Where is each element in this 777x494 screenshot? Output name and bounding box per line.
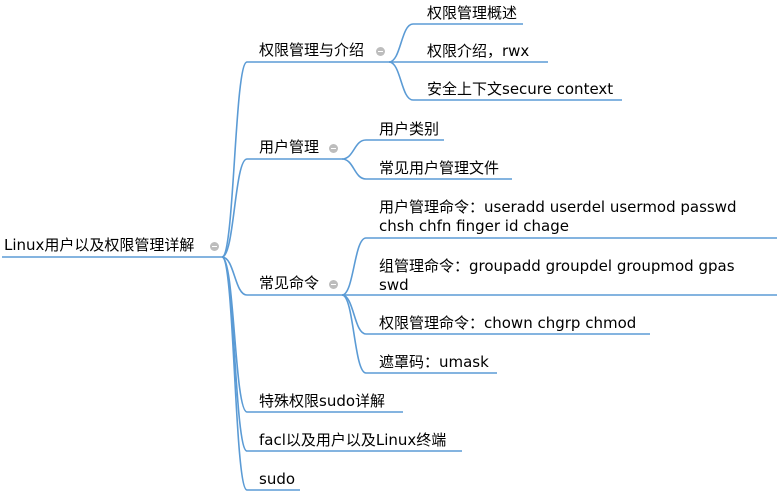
leaf-node[interactable]: 组管理命令：groupadd groupdel groupmod gpas sw…	[379, 257, 735, 295]
leaf-label: 安全上下文secure context	[427, 80, 614, 98]
b2-child-connector-2	[341, 294, 367, 335]
root-to-branch-connector-4	[221, 256, 248, 452]
root-to-branch-connector-5	[221, 256, 248, 491]
root-node-label: Linux用户以及权限管理详解	[4, 236, 195, 254]
leaf-label: 权限管理命令：chown chgrp chmod	[379, 314, 637, 332]
branch-node-common-commands[interactable]: 常见命令	[259, 274, 319, 293]
leaf-node[interactable]: 权限管理概述	[427, 4, 517, 23]
branch-node-user-management[interactable]: 用户管理	[259, 138, 319, 157]
branch-label: 权限管理与介绍	[259, 41, 365, 59]
branch-label: 特殊权限sudo详解	[259, 392, 386, 410]
b0-child-connector-2	[388, 61, 414, 101]
branch-node-sudo[interactable]: sudo	[259, 470, 295, 489]
root-to-branch-connector-0	[221, 61, 248, 258]
leaf-node[interactable]: 权限管理命令：chown chgrp chmod	[379, 314, 636, 333]
root-to-branch-connector-2	[221, 256, 248, 296]
b2-child-connector-3	[341, 294, 367, 374]
leaf-node[interactable]: 遮罩码：umask	[379, 353, 489, 372]
branch-node-permission-intro[interactable]: 权限管理与介绍	[259, 41, 364, 60]
leaf-label: 权限介绍，rwx	[427, 42, 530, 60]
collapse-icon[interactable]	[329, 144, 338, 153]
b0-child-connector-0	[388, 23, 414, 63]
b1-child-connector-1	[341, 158, 367, 180]
branch-label: facl以及用户以及Linux终端	[259, 431, 447, 449]
leaf-node[interactable]: 用户管理命令：useradd userdel usermod passwd ch…	[379, 198, 737, 236]
collapse-icon[interactable]	[376, 47, 385, 56]
leaf-node[interactable]: 用户类别	[379, 120, 439, 139]
root-node[interactable]: Linux用户以及权限管理详解	[4, 236, 194, 255]
leaf-label: 组管理命令：groupadd groupdel groupmod gpas sw…	[379, 257, 735, 294]
leaf-label: 权限管理概述	[427, 4, 518, 22]
root-to-branch-connector-1	[221, 158, 248, 258]
branch-label: 用户管理	[259, 138, 320, 156]
branch-label: sudo	[259, 470, 296, 488]
leaf-label: 用户管理命令：useradd userdel usermod passwd ch…	[379, 198, 737, 235]
collapse-icon[interactable]	[329, 280, 338, 289]
leaf-label: 用户类别	[379, 120, 440, 138]
b2-child-connector-0	[341, 237, 367, 296]
leaf-label: 常见用户管理文件	[379, 159, 500, 177]
leaf-node[interactable]: 安全上下文secure context	[427, 80, 613, 99]
collapse-icon[interactable]	[210, 242, 219, 251]
branch-node-sudo-detail[interactable]: 特殊权限sudo详解	[259, 392, 385, 411]
branch-label: 常见命令	[259, 274, 320, 292]
leaf-label: 遮罩码：umask	[379, 353, 489, 371]
leaf-node[interactable]: 常见用户管理文件	[379, 159, 499, 178]
leaf-node[interactable]: 权限介绍，rwx	[427, 42, 529, 61]
b1-child-connector-0	[341, 139, 367, 160]
root-to-branch-connector-3	[221, 256, 248, 413]
branch-node-facl[interactable]: facl以及用户以及Linux终端	[259, 431, 446, 450]
